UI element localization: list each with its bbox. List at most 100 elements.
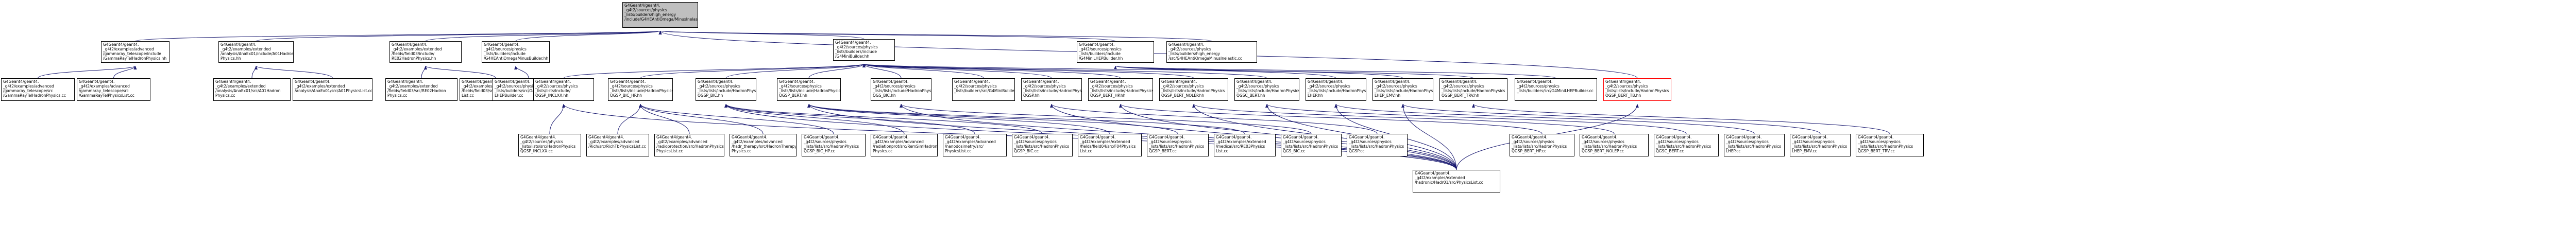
edge-qgsc-bert-cc-to-qgsc-bert-hh [1265,103,1687,134]
graph-node-qgsp-bert-hp-hh[interactable]: G4Geant4/geant4._g4t2/sources/physics_li… [1088,78,1153,101]
graph-node-qgsp-cc[interactable]: G4Geant4/geant4._g4t2/sources/physics_li… [1347,134,1408,156]
node-label-line: Physics.cc [873,149,893,153]
graph-node-qgsp-bert-nolep-cc[interactable]: G4Geant4/geant4._g4t2/sources/physics_li… [1580,134,1649,156]
node-label-line: /gammaray_telescope/src [79,89,129,93]
graph-node-a-b-cc[interactable]: G4Geant4/geant4._g4t2/examples/extended/… [293,78,372,101]
node-label-line: _g4t2/sources/physics [1161,84,1204,89]
graph-node-adv-a-cc[interactable]: G4Geant4/geant4._g4t2/examples/advanced/… [586,134,649,156]
graph-node-ext-c-cc[interactable]: G4Geant4/geant4._g4t2/examples/extended/… [1413,170,1500,192]
node-label-line: QGSP.cc [1349,149,1365,153]
node-label-line: Physics.cc [732,149,752,153]
node-label-line: /G4MiniLHEPBuilder.hh [1079,56,1123,61]
graph-node-lhep-emv-cc[interactable]: G4Geant4/geant4._g4t2/sources/physics_li… [1790,134,1851,156]
graph-node-qgsc-bert-cc[interactable]: G4Geant4/geant4._g4t2/sources/physics_li… [1654,134,1719,156]
node-label-line: _g4t2/sources/physics [495,84,537,89]
graph-node-qgsp-tb-hh[interactable]: G4Geant4/geant4._g4t2/sources/physics_li… [1603,78,1671,101]
graph-node-adv-e-cc[interactable]: G4Geant4/geant4._g4t2/examples/advanced/… [943,134,1007,156]
graph-node-qgsc-bert-hh[interactable]: G4Geant4/geant4._g4t2/sources/physics_li… [1234,78,1299,101]
node-label-line: G4Geant4/geant4. [1168,42,1205,47]
node-label-line: _lists/builders/src/G4Mini [495,89,543,93]
node-label-line: G4Geant4/geant4. [698,79,734,84]
node-label-line: G4Geant4/geant4. [945,135,981,139]
node-label-line: _g4t2/sources/physics [610,84,653,89]
graph-node-qgsp-bert-trv-cc[interactable]: G4Geant4/geant4._g4t2/sources/physics_li… [1515,78,1597,101]
graph-node-qgsp-bert-trv-list-cc[interactable]: G4Geant4/geant4._g4t2/sources/physics_li… [1856,134,1924,156]
graph-node-qgs-bic-cc[interactable]: G4Geant4/geant4._g4t2/sources/physics_li… [1281,134,1342,156]
graph-node-g-a-cc[interactable]: G4Geant4/geant4._g4t2/examples/advanced/… [1,78,75,101]
node-label-line: _g4t2/examples/extended [215,84,266,89]
graph-node-g4mini-cc[interactable]: G4Geant4/geant4._g4t2/sources/physics_li… [952,78,1015,101]
node-label-line: _g4t2/sources/physics [873,84,916,89]
node-label-line: LHEP_EMV.cc [1792,149,1817,153]
graph-node-a-a-cc[interactable]: G4Geant4/geant4._g4t2/examples/extended/… [213,78,291,101]
graph-node-qgsp-bert-hh[interactable]: G4Geant4/geant4._g4t2/sources/physics_li… [777,78,841,101]
graph-node-adv-d-cc[interactable]: G4Geant4/geant4._g4t2/examples/advanced/… [871,134,938,156]
graph-node-qgsp-bert-trv-hh[interactable]: G4Geant4/geant4._g4t2/sources/physics_li… [1439,78,1507,101]
graph-node-he-lhep-hh[interactable]: G4Geant4/geant4._g4t2/sources/physics_li… [1077,41,1154,63]
node-label-line: _g4t2/examples/advanced [732,139,783,144]
graph-node-g-b-cc[interactable]: G4Geant4/geant4._g4t2/examples/advanced/… [77,78,150,101]
graph-node-qgs-bic-hh[interactable]: G4Geant4/geant4._g4t2/sources/physics_li… [871,78,931,101]
node-label-line: _g4t2/examples/extended [387,84,438,89]
node-label-line: _g4t2/sources/physics [1149,139,1192,144]
node-label-line: _lists/lists/src/HadronPhysics [520,144,576,149]
edge-anti-hh-to-root [659,30,1212,42]
graph-node-lhep-hh[interactable]: G4Geant4/geant4._g4t2/sources/physics_li… [1306,78,1366,101]
node-label-line: G4Geant4/geant4. [873,79,909,84]
node-label-line: _g4t2/examples/advanced [3,84,54,89]
graph-node-qgsp-bert-hp-cc[interactable]: G4Geant4/geant4._g4t2/sources/physics_li… [1510,134,1574,156]
node-label-line: _g4t2/examples/advanced [79,84,130,89]
node-label-line: _g4t2/examples/advanced [588,139,639,144]
node-label-line: /src/G4HEAntiOmegaMinusInelastic.cc [1168,56,1242,61]
edge-adv-a-cc-to-qgsp-bic-hp-hh [617,103,642,134]
edge-qgsp-bert-trv-hh-to-g4mini-hh [862,63,1474,79]
graph-node-lhep-emv-hh[interactable]: G4Geant4/geant4._g4t2/sources/physics_li… [1372,78,1433,101]
node-label-line: /fields/field03/src/RE02Physics [462,89,521,93]
graph-node-qgsp-bert-cc[interactable]: G4Geant4/geant4._g4t2/sources/physics_li… [1147,134,1209,156]
edge-adv-c-cc-to-qgsp-bic-hp-hh [639,103,764,134]
graph-node-ext-a-cc[interactable]: G4Geant4/geant4._g4t2/examples/extended/… [1078,134,1142,156]
node-label-line: /analysis/AnaEx01/src/A01PhysicsList.cc [295,89,372,93]
edge-qgsp-inclxx-hh-to-g4mini-hh [563,63,866,79]
node-label-line: _g4t2/sources/physics [1079,47,1122,51]
node-label-line: _g4t2/examples/advanced [873,139,924,144]
node-label-line: _g4t2/examples/extended [462,84,512,89]
graph-node-qgsp-inclxx-cc[interactable]: G4Geant4/geant4._g4t2/sources/physics_li… [518,134,581,156]
graph-node-qgsp-bert-nolep-hh[interactable]: G4Geant4/geant4._g4t2/sources/physics_li… [1159,78,1228,101]
node-label-line: LHEP.hh [1308,93,1323,98]
edge-qgsp-bert-hp-hh-to-g4mini-hh [862,63,1121,79]
node-label-line: G4Geant4/geant4. [103,42,139,47]
node-label-line: G4Geant4/geant4. [1512,135,1548,139]
node-label-line: G4Geant4/geant4. [1014,135,1050,139]
node-label-line: /hadronic/Hadr01/src/PhysicsList.cc [1415,180,1483,185]
graph-node-g4mini-hh[interactable]: G4Geant4/geant4._g4t2/sources/physics_li… [833,39,895,61]
node-label-line: QGSP_BIC_HP.hh [610,93,642,98]
node-label-line: _g4t2/sources/physics [1283,139,1326,144]
graph-node-lhep-list-cc[interactable]: G4Geant4/geant4._g4t2/sources/physics_li… [1724,134,1785,156]
graph-node-ext-b-cc[interactable]: G4Geant4/geant4._g4t2/examples/extended/… [1214,134,1276,156]
node-label-line: _lists/lists/src/HadronPhysics [1582,144,1637,149]
graph-node-qgsp-bic-cc[interactable]: G4Geant4/geant4._g4t2/sources/physics_li… [1012,134,1073,156]
graph-node-f-a-cc[interactable]: G4Geant4/geant4._g4t2/examples/extended/… [385,78,457,101]
graph-node-lheplist-hh[interactable]: G4Geant4/geant4._g4t2/sources/physics_li… [482,41,550,63]
node-label-line: G4Geant4/geant4. [1079,42,1115,47]
graph-node-fieldrd-hh[interactable]: G4Geant4/geant4._g4t2/examples/extended/… [389,41,462,63]
edge-g-b-cc-to-gamma-hh [113,65,137,79]
graph-node-qgsp-hh[interactable]: G4Geant4/geant4._g4t2/sources/physics_li… [1021,78,1082,101]
edge-qgsp-bert-cc-to-qgsp-bert-hh [807,103,1178,134]
graph-node-anti-hh[interactable]: G4Geant4/geant4._g4t2/sources/physics_li… [1166,41,1257,63]
graph-node-adv-c-cc[interactable]: G4Geant4/geant4._g4t2/examples/advanced/… [730,134,796,156]
node-label-line: _lists/builders/high_energy [624,12,676,17]
node-label-line: _g4t2/sources/physics [1442,84,1484,89]
graph-node-adv-b-cc[interactable]: G4Geant4/geant4._g4t2/examples/advanced/… [654,134,724,156]
node-label-line: /analysis/AnaEx01/include/A01Hadron [221,51,294,56]
graph-node-qgsp-bic-hh[interactable]: G4Geant4/geant4._g4t2/sources/physics_li… [696,78,756,101]
node-label-line: _g4t2/sources/physics [535,84,578,89]
graph-node-anal-hh[interactable]: G4Geant4/geant4._g4t2/examples/extended/… [218,41,294,63]
graph-node-gamma-hh[interactable]: G4Geant4/geant4._g4t2/examples/advanced/… [101,41,170,63]
graph-node-qgsp-inclxx-hh[interactable]: G4Geant4/geant4._g4t2/sources/physics_li… [533,78,594,101]
edge-adv-e-cc-to-qgsp-bic-hh [724,103,975,134]
graph-node-qgsp-bic-hp-cc[interactable]: G4Geant4/geant4._g4t2/sources/physics_li… [802,134,866,156]
graph-node-qgsp-bic-hp-hh[interactable]: G4Geant4/geant4._g4t2/sources/physics_li… [608,78,673,101]
node-label-line: G4Geant4/geant4. [873,135,909,139]
